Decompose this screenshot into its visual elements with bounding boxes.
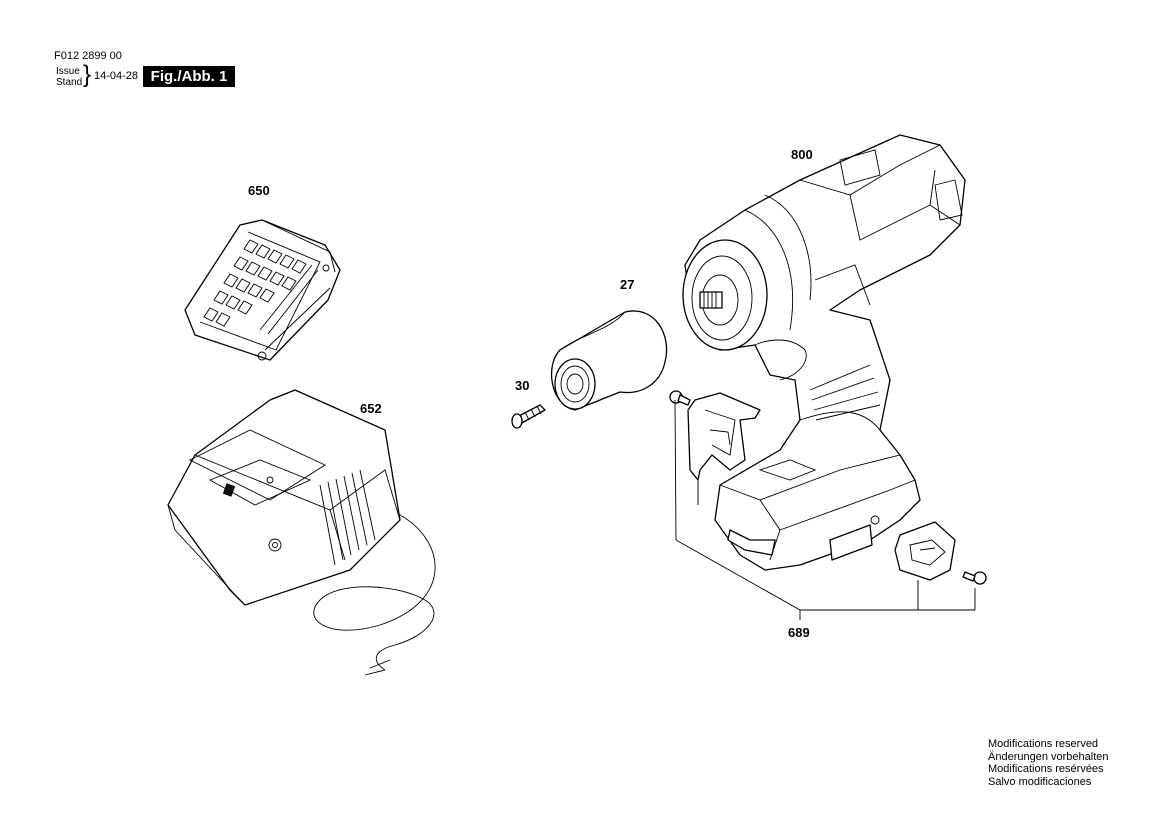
belt-clip-illustration — [687, 392, 761, 481]
bit-holder-illustration — [894, 521, 956, 581]
part-label-689: 689 — [788, 625, 810, 640]
screw-illustration — [511, 404, 546, 429]
bit-holder-screw-illustration — [962, 571, 987, 585]
leader-lines-689 — [674, 399, 976, 620]
note-es: Salvo modificaciones — [988, 775, 1092, 788]
issue-label: Issue — [56, 66, 80, 77]
part-label-652: 652 — [360, 401, 382, 416]
issue-date: 14-04-28 — [94, 70, 139, 82]
brace-symbol: } — [83, 61, 92, 88]
chuck-illustration — [550, 310, 668, 411]
battery-pack-illustration — [184, 219, 341, 361]
part-label-30: 30 — [515, 378, 530, 393]
figure-label: Fig./Abb. 1 — [143, 66, 235, 87]
stand-label: Stand — [56, 77, 83, 88]
issue-stand-labels: Issue Stand — [56, 66, 82, 88]
part-label-800: 800 — [791, 147, 813, 162]
note-de: Änderungen vorbehalten — [988, 750, 1109, 763]
drill-illustration — [682, 134, 966, 571]
charger-illustration — [167, 389, 436, 676]
document-code: F012 2899 00 — [54, 50, 122, 62]
part-label-650: 650 — [248, 183, 270, 198]
note-fr: Modifications resérvées — [988, 763, 1104, 775]
part-label-27: 27 — [620, 277, 635, 292]
clip-screw-illustration — [669, 390, 691, 406]
note-en: Modifications reserved — [988, 738, 1099, 750]
modifications-notice: Modifications reserved Änderungen vorbeh… — [988, 738, 1108, 788]
